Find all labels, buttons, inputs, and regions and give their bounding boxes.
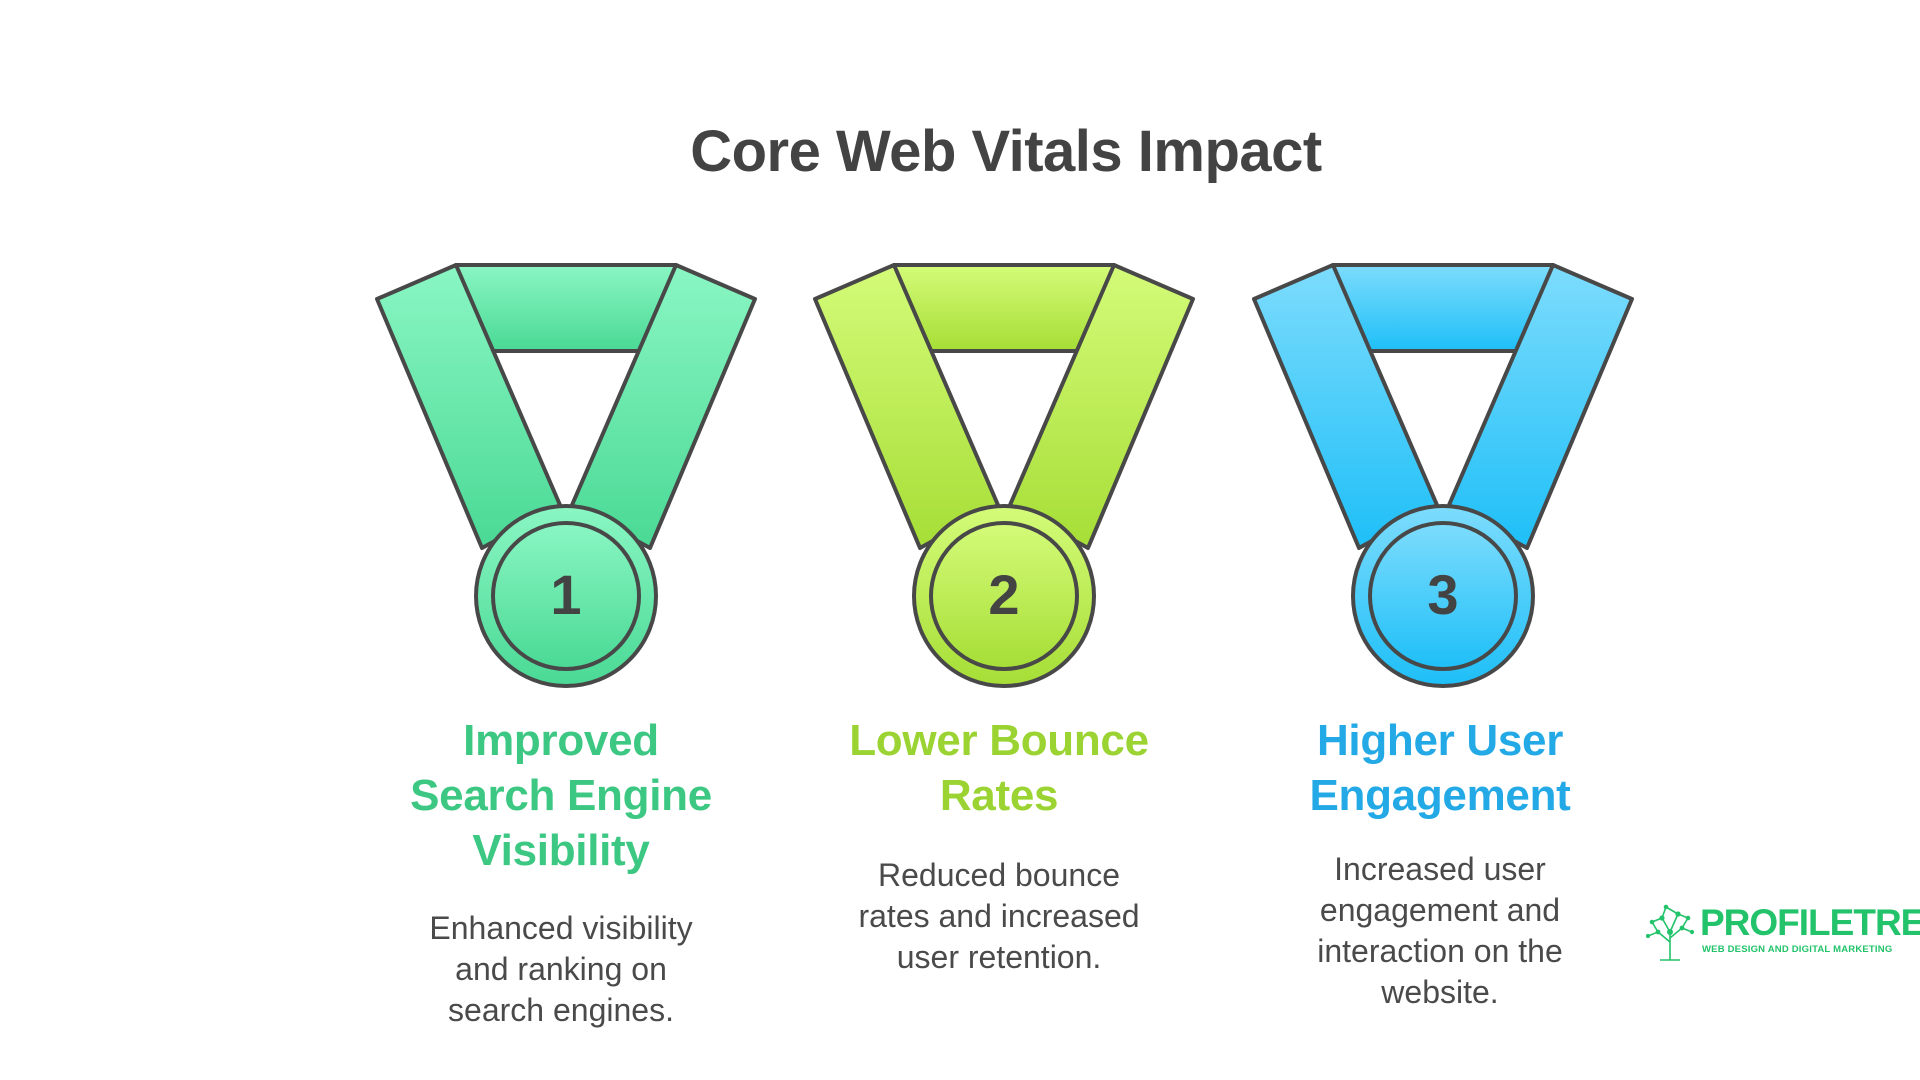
medal-number: 2 (988, 563, 1019, 626)
description-line: engagement and (1319, 892, 1561, 928)
description-line: and ranking on (455, 951, 667, 987)
heading-line: Improved (463, 716, 659, 765)
medal-3-heading: Higher User Engagement (1250, 713, 1630, 823)
heading-line: Higher User (1316, 716, 1564, 765)
medal-2-description: Reduced bounce rates and increased user … (819, 855, 1179, 978)
medal-number: 1 (550, 563, 581, 626)
medal-3: 3 (1252, 263, 1634, 688)
description-line: rates and increased (858, 898, 1140, 934)
tree-network-icon (1645, 904, 1695, 961)
medal-1-description: Enhanced visibility and ranking on searc… (381, 908, 741, 1031)
heading-line: Lower Bounce (849, 716, 1149, 765)
medal-3-description: Increased user engagement and interactio… (1260, 849, 1620, 1013)
medal-2: 2 (813, 263, 1195, 688)
medal-1-heading: Improved Search Engine Visibility (371, 713, 751, 878)
description-line: Reduced bounce (878, 857, 1120, 893)
description-line: interaction on the (1317, 933, 1563, 969)
heading-line: Rates (939, 771, 1059, 820)
page-title: Core Web Vitals Impact (690, 119, 1322, 184)
ribbon-right-strap (1008, 263, 1195, 550)
medal-1: 1 (375, 263, 757, 688)
ribbon-right-strap (570, 263, 757, 550)
ribbon-right-strap (1447, 263, 1634, 550)
description-line: Increased user (1334, 851, 1546, 887)
medal-inner-ring (1368, 521, 1518, 671)
profiletree-logo: PROFILETREE WEB DESIGN AND DIGITAL MARKE… (1644, 902, 1920, 964)
description-line: website. (1381, 974, 1499, 1010)
heading-line: Visibility (472, 826, 650, 875)
logo-tagline: WEB DESIGN AND DIGITAL MARKETING (1702, 944, 1893, 955)
medal-2-heading: Lower Bounce Rates (809, 713, 1189, 823)
medal-number: 3 (1427, 563, 1458, 626)
heading-line: Engagement (1309, 771, 1571, 820)
description-line: search engines. (448, 992, 674, 1028)
description-line: Enhanced visibility (429, 910, 693, 946)
logo-name: PROFILETREE (1700, 902, 1920, 943)
description-line: user retention. (896, 939, 1102, 975)
medal-inner-ring (491, 521, 641, 671)
heading-line: Search Engine (410, 771, 712, 820)
medal-inner-ring (929, 521, 1079, 671)
